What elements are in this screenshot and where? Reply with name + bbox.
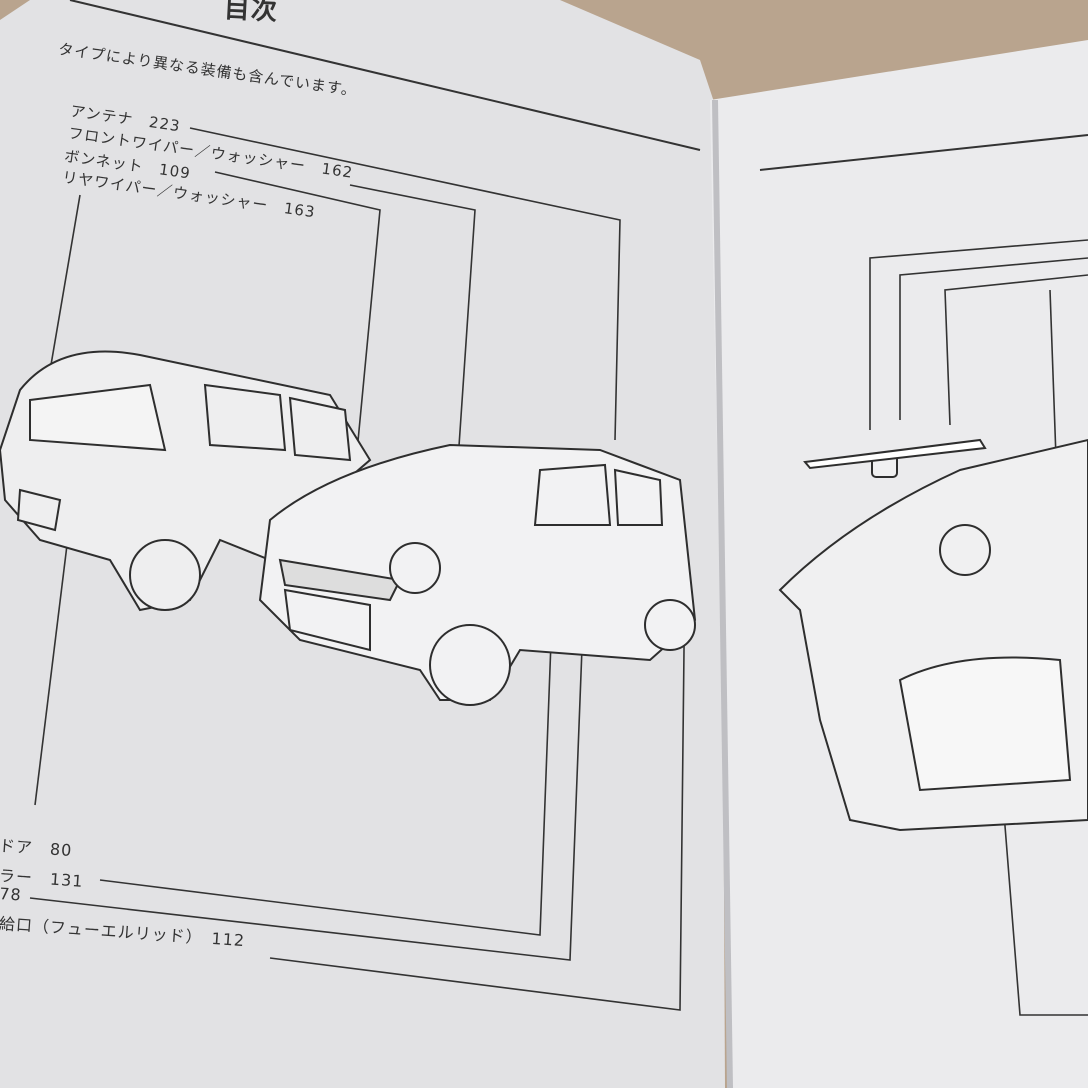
interior-illustration [778,438,1088,832]
label-78: 78 [0,884,23,905]
label-door: ドア 80 [0,835,73,861]
car-front-illustration [258,443,697,706]
page-title: 目次 [223,0,279,27]
